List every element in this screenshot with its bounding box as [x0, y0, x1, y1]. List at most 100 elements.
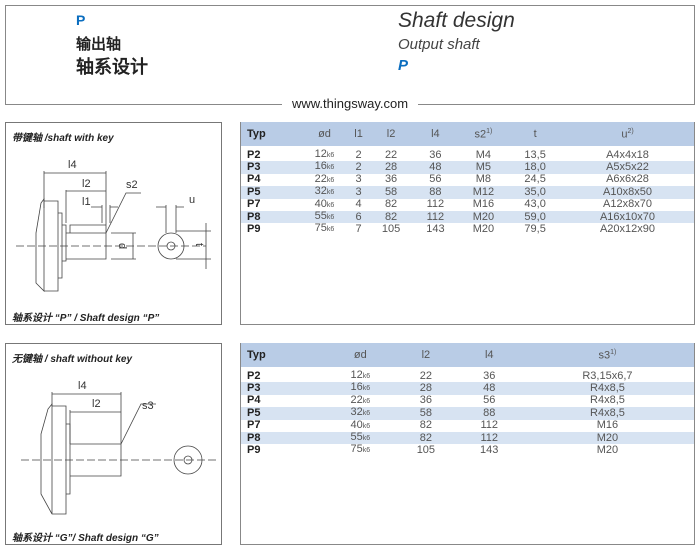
cell-value: P2	[247, 148, 261, 161]
column-header: Typ	[241, 343, 327, 367]
table-cell: P7	[241, 198, 301, 211]
cell-value: 40	[314, 197, 327, 210]
l4-label: l4	[68, 159, 77, 171]
cell-value: P5	[247, 185, 261, 198]
table-cell: 6	[348, 210, 369, 224]
table-cell: 7	[348, 223, 369, 235]
cell-value: 88	[429, 185, 442, 198]
cell-value: 6	[355, 210, 362, 223]
table-cell: R3,15x6,7	[521, 370, 694, 382]
en-subtitle: Output shaft	[398, 36, 480, 53]
cell-value: R4x8,5	[590, 394, 625, 407]
table-cell: 112	[457, 431, 521, 445]
tolerance-label: k6	[362, 422, 371, 430]
cell-value: 36	[384, 173, 398, 186]
table-cell: 48	[413, 161, 458, 174]
cell-value: M20	[596, 443, 619, 456]
cell-value: 143	[426, 222, 445, 235]
column-header: ød	[326, 343, 395, 367]
table-cell: 105	[394, 444, 457, 456]
tolerance-label: k6	[362, 373, 371, 380]
table-cell: 2	[348, 149, 369, 161]
table-cell: 58	[368, 186, 414, 199]
cell-value: 2	[355, 148, 362, 161]
cell-value: 22	[419, 369, 432, 382]
cn-title: 输出轴	[76, 36, 122, 53]
l4-label: l4	[78, 380, 87, 392]
cell-value: P5	[247, 406, 261, 419]
table-cell: P3	[241, 160, 301, 174]
cell-value: 12	[350, 369, 363, 381]
cell-value: P3	[247, 160, 261, 173]
cell-value: 112	[480, 419, 498, 432]
website-link[interactable]: www.thingsway.com	[0, 96, 700, 111]
table-cell: 32k6	[300, 186, 349, 199]
table-cell: M16	[521, 419, 694, 432]
tolerance-label: k6	[362, 435, 371, 443]
shaft-without-key-drawing: 无键轴 / shaft without key l4 l2 s3 轴系设计 “G…	[5, 343, 222, 545]
table-cell: P2	[241, 370, 326, 382]
table-cell: 32k6	[326, 406, 395, 420]
table-cell: M20	[458, 223, 510, 235]
header-text: u	[621, 128, 628, 141]
l2-label: l2	[92, 398, 101, 410]
table-cell: 16k6	[300, 161, 349, 174]
table-cell: 48	[457, 382, 521, 395]
table-cell: P5	[241, 185, 301, 199]
table-cell: 55k6	[300, 210, 349, 224]
cell-value: P7	[247, 198, 261, 211]
cell-value: 28	[384, 160, 398, 173]
cell-value: 40	[350, 418, 363, 431]
header-text: Typ	[247, 349, 266, 361]
table-cell: 82	[394, 432, 458, 445]
tolerance-label: k6	[326, 201, 335, 209]
column-header: ød	[300, 122, 349, 146]
cell-value: 28	[419, 381, 432, 394]
cell-value: 82	[384, 198, 398, 211]
s2-label: s2	[126, 179, 138, 191]
table-cell: A12x8x70	[561, 198, 694, 211]
table-cell: 36	[458, 370, 521, 382]
table-cell: 75k6	[301, 223, 348, 235]
cell-value: P9	[247, 443, 261, 456]
cell-value: P8	[247, 210, 261, 223]
table-cell: R4x8,5	[520, 382, 694, 395]
column-header: l4	[457, 343, 521, 367]
column-header: l4	[413, 122, 458, 146]
cell-value: 13,5	[524, 148, 546, 161]
cell-value: A5x5x22	[606, 160, 649, 173]
column-header: l1	[348, 122, 369, 146]
table-cell: 22	[369, 149, 413, 161]
table-cell: 112	[413, 198, 457, 211]
table-cell: 36	[394, 395, 457, 407]
cell-value: A4x4x18	[606, 148, 649, 161]
table-cell: 18,0	[509, 161, 561, 174]
tolerance-label: k6	[326, 176, 335, 184]
cell-value: R4x8,5	[590, 406, 625, 419]
table-cell: P8	[241, 210, 301, 224]
table-cell: P9	[241, 444, 326, 456]
table-cell: M20	[457, 211, 510, 224]
table-cell: 82	[369, 198, 413, 211]
cell-value: 112	[480, 431, 498, 444]
table-cell: 22k6	[326, 393, 394, 407]
cell-value: 22	[350, 393, 363, 406]
table-cell: 56	[413, 174, 457, 186]
table-cell: 75k6	[326, 444, 394, 456]
table-cell: M8	[458, 174, 510, 186]
cell-value: 75	[314, 222, 327, 235]
cell-value: M8	[475, 173, 492, 186]
website-text[interactable]: www.thingsway.com	[281, 96, 419, 111]
cell-value: 3	[355, 185, 362, 198]
tolerance-label: k6	[326, 214, 335, 222]
header-text: l4	[431, 128, 440, 140]
cell-value: 32	[350, 406, 363, 419]
